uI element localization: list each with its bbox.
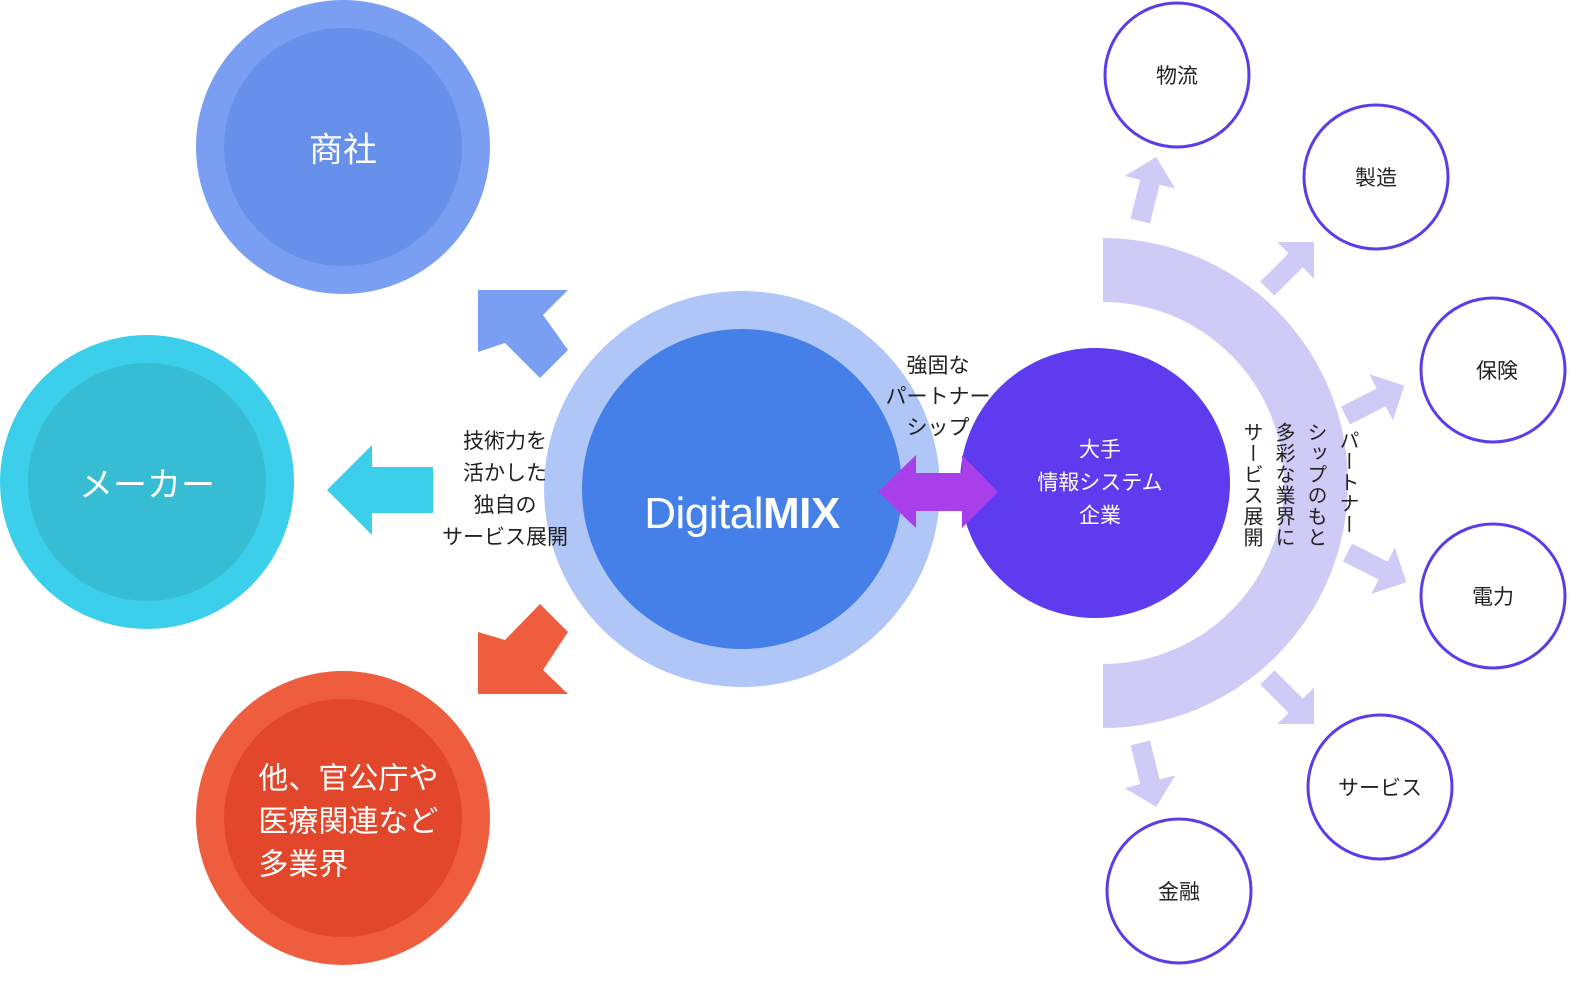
partner-node bbox=[960, 348, 1230, 618]
industry-arrow-finance bbox=[1124, 740, 1176, 807]
industry-node-logistics bbox=[1103, 1, 1251, 149]
industry-node-insurance bbox=[1419, 296, 1567, 444]
arrow-to-trading bbox=[478, 290, 568, 378]
brand-logo: DigitalMIX bbox=[644, 439, 840, 539]
tech-caption: 技術力を 活かした 独自の サービス展開 bbox=[442, 429, 568, 549]
industry-node-power bbox=[1419, 522, 1567, 670]
industry-arrow-insurance bbox=[1340, 374, 1405, 425]
others-node-inner bbox=[224, 699, 462, 937]
industry-arrow-service bbox=[1260, 670, 1315, 725]
industry-arrow-manufacturing bbox=[1260, 241, 1315, 296]
arrow-to-maker bbox=[327, 445, 433, 535]
industry-label-logistics: 物流 bbox=[1156, 64, 1198, 88]
trading-label: 商社 bbox=[309, 130, 377, 171]
center-node-inner bbox=[582, 329, 902, 649]
partner-label: 大手 情報システム 企業 bbox=[1037, 437, 1163, 528]
industry-arrow-power bbox=[1342, 543, 1407, 594]
maker-node-inner bbox=[28, 363, 266, 601]
trading-node-inner bbox=[224, 28, 462, 266]
industry-node-service bbox=[1306, 713, 1454, 861]
brand-logo-light: Digital bbox=[644, 489, 764, 538]
arrow-to-others bbox=[478, 604, 568, 694]
industry-label-power: 電力 bbox=[1472, 585, 1514, 609]
industry-label-service: サービス bbox=[1338, 776, 1422, 800]
industry-label-finance: 金融 bbox=[1158, 880, 1200, 904]
industry-label-manufacturing: 製造 bbox=[1355, 166, 1397, 190]
industry-label-insurance: 保険 bbox=[1476, 359, 1518, 383]
industry-node-manufacturing bbox=[1302, 103, 1450, 251]
maker-label: メーカー bbox=[79, 465, 215, 506]
vertical-text-col1: パートナー bbox=[1336, 430, 1360, 535]
partnership-arc bbox=[1103, 238, 1348, 728]
industry-node-finance bbox=[1105, 817, 1253, 965]
vertical-text-col2: シップのもと bbox=[1304, 422, 1328, 548]
others-label: 他、官公庁や 医療関連など 多業界 bbox=[258, 761, 439, 883]
vertical-text-col4: サービス展開 bbox=[1240, 422, 1264, 548]
industry-arrow-logistics bbox=[1124, 157, 1176, 224]
partnership-caption: 強固な パートナー シップ bbox=[885, 353, 991, 440]
partnership-double-arrow bbox=[878, 455, 998, 528]
brand-logo-bold: MIX bbox=[763, 489, 840, 538]
vertical-text-col3: 多彩な業界に bbox=[1272, 422, 1296, 548]
